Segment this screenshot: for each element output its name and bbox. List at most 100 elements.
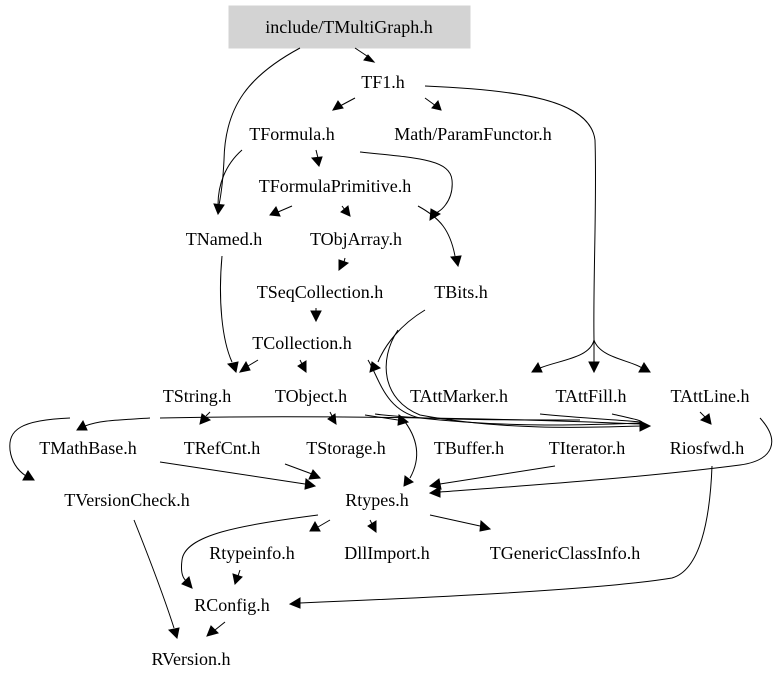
edge-tformula-tnamed	[217, 149, 243, 206]
node-rtypes[interactable]: Rtypes.h	[345, 490, 409, 510]
edge-rtypes-rconfig-arrow	[181, 576, 193, 589]
edge-tmathbase-tversioncheck-arrow	[22, 470, 35, 481]
edge-tbits-tobject	[377, 309, 426, 363]
edge-tattline-rtypes-arrow	[428, 486, 441, 498]
edge-tformula-tformulaprimitive	[315, 149, 319, 159]
edge-tstring-trefcnt-arrow	[199, 413, 212, 425]
edge-tobject-rtypes	[401, 417, 418, 479]
edge-tseqcollection-tcollection-arrow	[310, 310, 322, 323]
node-tnamed[interactable]: TNamed.h	[186, 229, 262, 249]
edge-tattfill-riosfwd	[611, 413, 643, 423]
edge-tformula-tbits	[359, 151, 453, 215]
node-tgenericclassinfo[interactable]: TGenericClassInfo.h	[490, 543, 640, 563]
edge-rtypes-rtypeinfo-arrow	[309, 520, 321, 532]
edge-tstring-tmathbase	[84, 417, 151, 427]
root-node-label: include/TMultiGraph.h	[265, 17, 432, 37]
edge-trefcnt-rtypes-arrow	[304, 478, 317, 490]
edge-tversioncheck-rversion-arrow	[167, 627, 180, 640]
node-tattmarker[interactable]: TAttMarker.h	[410, 386, 508, 406]
edge-tattmarker-riosfwd	[539, 413, 641, 423]
node-tmathbase[interactable]: TMathBase.h	[39, 438, 136, 458]
edge-riosfwd-rconfig	[299, 465, 713, 604]
node-tstorage[interactable]: TStorage.h	[306, 438, 385, 458]
node-tseqcollection[interactable]: TSeqCollection.h	[257, 282, 383, 302]
edge-tstring-tmathbase-arrow	[76, 419, 88, 431]
edge-rtypeinfo-rconfig-arrow	[232, 573, 243, 586]
edge-rtypes-tgenericclassinfo-arrow	[479, 519, 492, 532]
edge-tstorage-rtypes	[284, 463, 313, 475]
node-tversioncheck[interactable]: TVersionCheck.h	[64, 490, 189, 510]
edge-tf1-tformula	[339, 97, 356, 107]
node-riosfwd[interactable]: Riosfwd.h	[670, 438, 745, 458]
edge-root-tnamed-arrow	[213, 203, 225, 216]
edge-rtypeinfo-rconfig	[237, 569, 241, 577]
node-tformula[interactable]: TFormula.h	[249, 124, 335, 144]
edge-tbits-riosfwd	[385, 329, 641, 428]
edge-titerator-rtypes	[439, 465, 556, 485]
edge-tcollection-tstring	[247, 359, 259, 367]
edge-tf1-tattmarker-arrow	[531, 361, 543, 373]
edge-tf1-tattline-arrow	[638, 362, 651, 373]
edge-tbits-riosfwd-arrow	[639, 420, 652, 432]
edge-tf1-tformula-arrow	[332, 100, 344, 111]
edge-tmathbase-tversioncheck	[9, 417, 71, 477]
edge-root-tf1-arrow	[363, 54, 376, 63]
edge-tf1-paramfunctor	[424, 97, 437, 107]
edge-tobject-tstorage-arrow	[327, 413, 337, 425]
node-rtypeinfo[interactable]: Rtypeinfo.h	[209, 543, 295, 563]
edge-tf1-tattmarker	[539, 339, 595, 369]
edge-titerator-rtypes-arrow	[428, 478, 442, 490]
edge-rconfig-rversion	[214, 621, 226, 631]
node-paramfunctor[interactable]: Math/ParamFunctor.h	[394, 124, 551, 144]
edge-trefcnt-rtypes	[159, 461, 306, 485]
node-root[interactable]: include/TMultiGraph.h	[228, 5, 471, 49]
edge-tobject-rtypes-arrow	[403, 475, 414, 487]
edge-tcollection-tstring-arrow	[238, 360, 251, 373]
node-tformulaprimitive[interactable]: TFormulaPrimitive.h	[259, 176, 412, 196]
node-tobjarray[interactable]: TObjArray.h	[310, 229, 402, 249]
node-tstring[interactable]: TString.h	[163, 386, 232, 406]
edge-tf1-paramfunctor-arrow	[431, 100, 442, 111]
node-tattfill[interactable]: TAttFill.h	[555, 386, 626, 406]
edge-rconfig-rversion-arrow	[206, 625, 219, 637]
root-node-box	[228, 5, 471, 49]
node-rconfig[interactable]: RConfig.h	[194, 595, 270, 615]
edge-rtypes-rtypeinfo	[317, 519, 331, 528]
edge-tcollection-tobject-arrow	[297, 360, 307, 373]
edge-tobjarray-tseqcollection-arrow	[338, 259, 350, 272]
edge-tcollection-riosfwd	[367, 359, 641, 426]
edge-tformula-tformulaprimitive-arrow	[310, 156, 323, 167]
node-trefcnt[interactable]: TRefCnt.h	[184, 438, 261, 458]
edge-rtypes-tgenericclassinfo	[429, 514, 481, 527]
edge-tf1-tattline	[593, 339, 643, 369]
edge-root-tnamed	[218, 47, 301, 206]
edge-tf1-attrs	[424, 85, 597, 341]
edge-tformulaprimitive-tbits	[417, 205, 456, 257]
node-tobject[interactable]: TObject.h	[275, 386, 347, 406]
node-tattline[interactable]: TAttLine.h	[670, 386, 749, 406]
edge-tobject-tbuffer	[364, 414, 399, 421]
edge-tnamed-tstring	[219, 255, 233, 363]
node-tcollection[interactable]: TCollection.h	[252, 333, 351, 353]
edge-tobject-tstorage	[329, 411, 333, 417]
edge-tattline-riosfwd-arrow	[699, 413, 712, 425]
nodes: TF1.h TFormula.h Math/ParamFunctor.h TFo…	[39, 72, 749, 669]
edge-rtypes-dllimport-arrow	[367, 520, 377, 533]
node-tf1[interactable]: TF1.h	[361, 72, 405, 92]
edge-tstring-trefcnt	[205, 411, 211, 417]
edge-tversioncheck-rversion	[133, 519, 175, 629]
edge-tattline-rtypes	[439, 417, 773, 493]
edge-riosfwd-rconfig-arrow	[288, 597, 301, 609]
node-titerator[interactable]: TIterator.h	[549, 438, 625, 458]
edge-tf1-tattfill-arrow	[588, 361, 600, 374]
edge-tformulaprimitive-tbits-arrow	[450, 255, 462, 268]
node-tbits[interactable]: TBits.h	[434, 282, 488, 302]
node-rversion[interactable]: RVersion.h	[151, 649, 230, 669]
edge-tformulaprimitive-tnamed-arrow	[269, 206, 281, 217]
edge-rtypes-rconfig	[181, 514, 319, 583]
edges	[9, 47, 773, 640]
node-dllimport[interactable]: DllImport.h	[344, 543, 430, 563]
edge-tformulaprimitive-tnamed	[277, 205, 293, 213]
node-tbuffer[interactable]: TBuffer.h	[434, 438, 504, 458]
